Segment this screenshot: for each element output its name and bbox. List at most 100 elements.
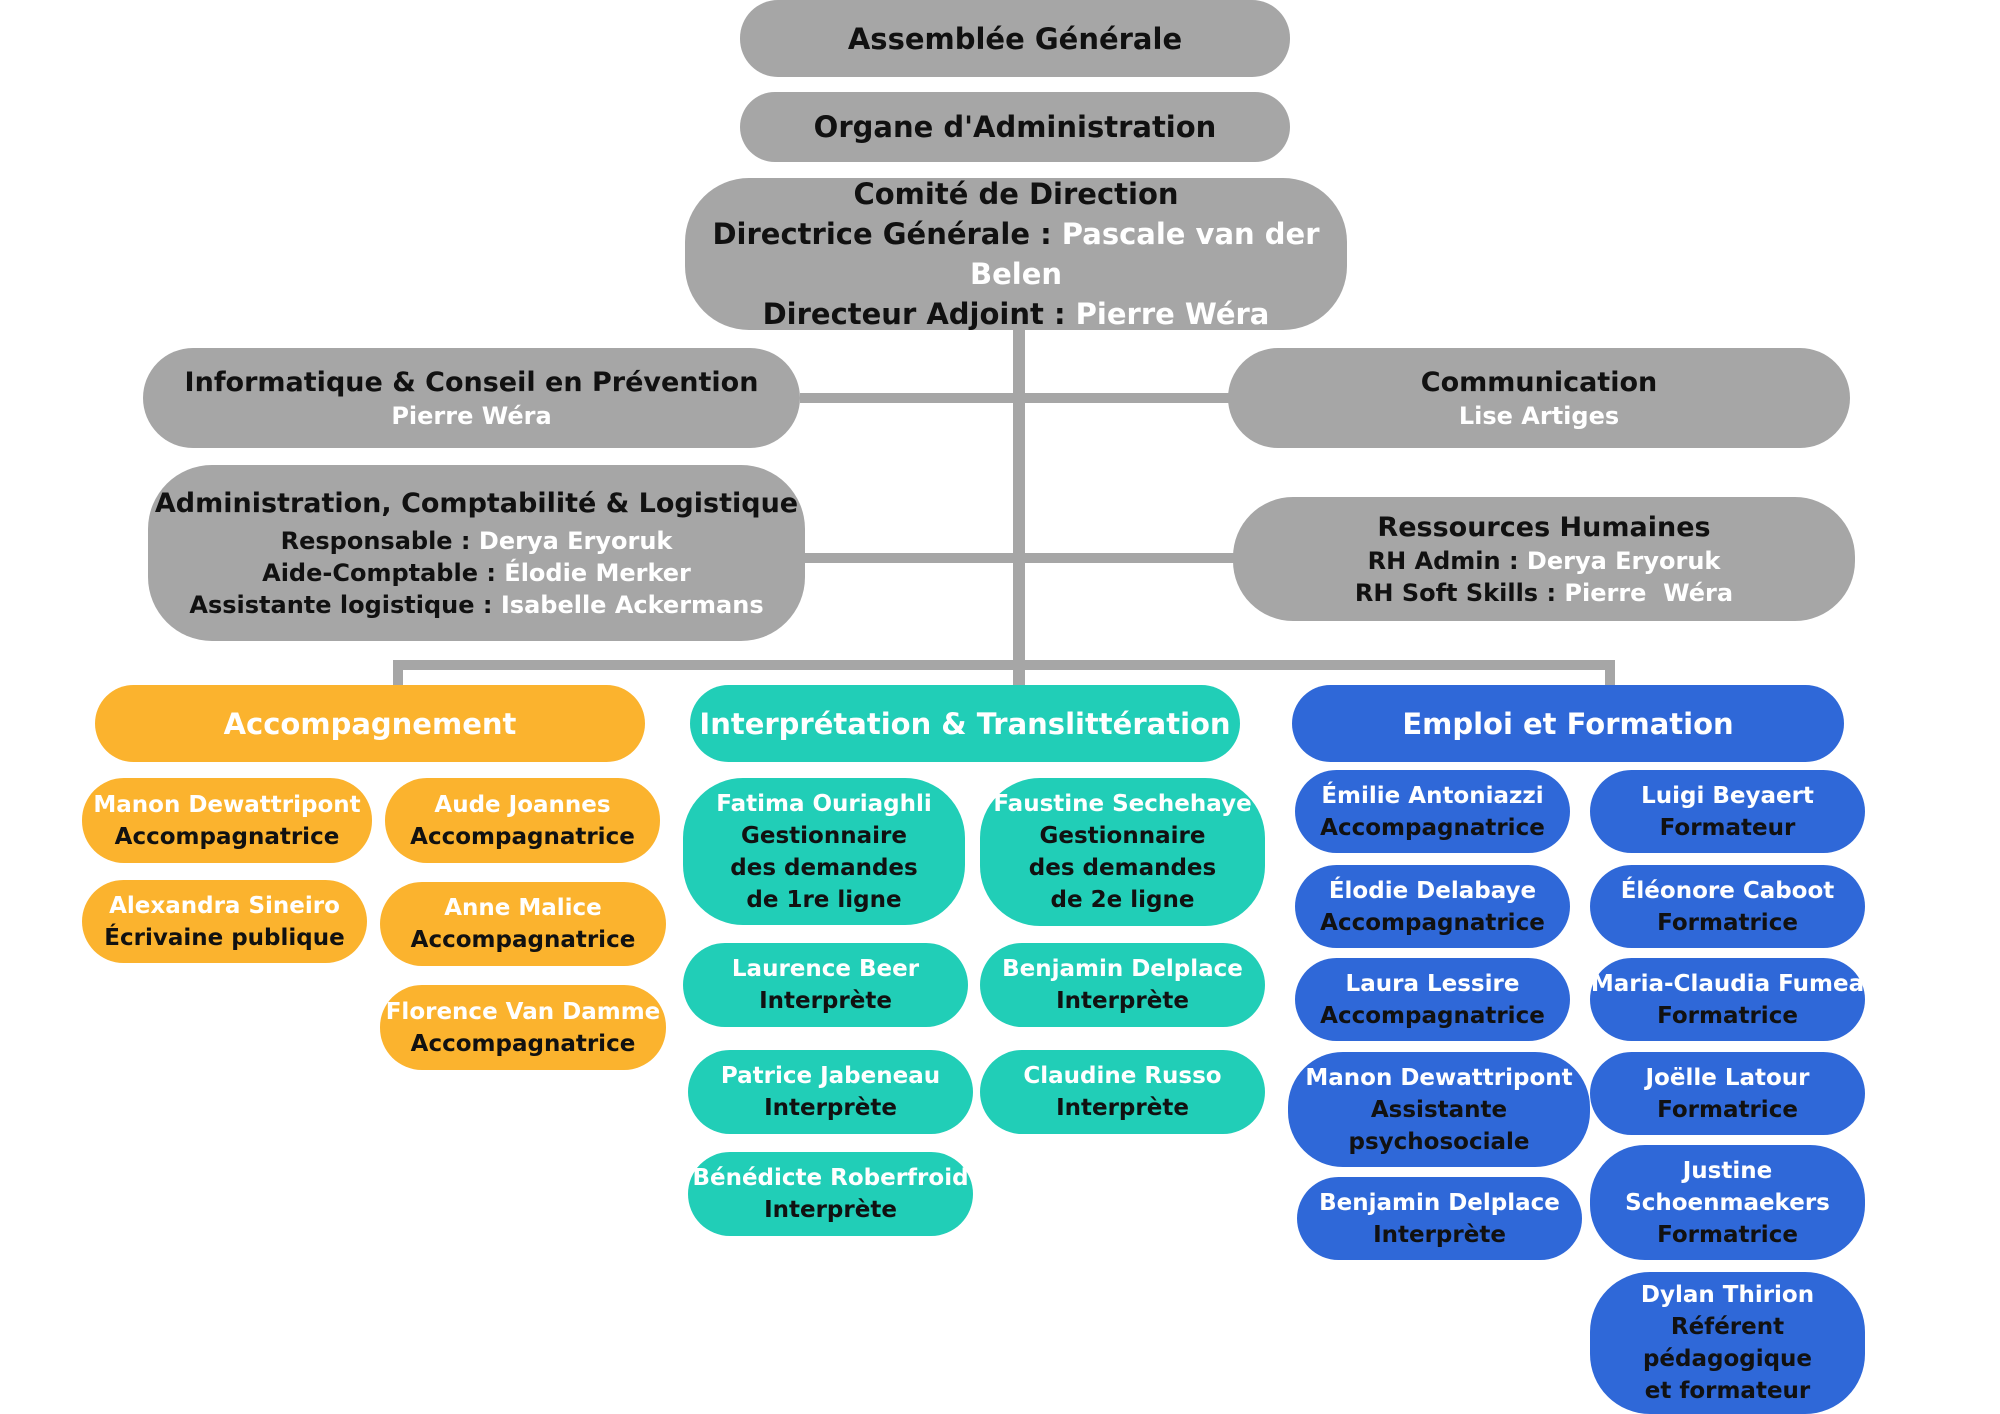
member-role: Interprète bbox=[764, 1197, 897, 1223]
member-role-line: Gestionnaire bbox=[741, 822, 907, 849]
interpretation-title: Interprétation & Translittération bbox=[699, 706, 1231, 741]
member-role: Formatrice bbox=[1657, 909, 1798, 936]
member-role: Formatrice bbox=[1657, 1221, 1798, 1248]
member-name: Aude Joannes bbox=[434, 791, 611, 818]
administration-name-responsable: Derya Eryoruk bbox=[478, 526, 673, 555]
member-role: Formatrice bbox=[1657, 1096, 1798, 1123]
administration-label-responsable: Responsable : bbox=[280, 526, 479, 555]
administration-row-logistique: Assistante logistique : Isabelle Ackerma… bbox=[189, 589, 763, 621]
member-emilie-antoniazzi: Émilie Antoniazzi Accompagnatrice bbox=[1295, 770, 1570, 853]
member-name: Manon Dewattripont bbox=[93, 791, 361, 818]
member-role-line: pédagogique bbox=[1642, 1346, 1813, 1372]
member-name: Émilie Antoniazzi bbox=[1321, 782, 1544, 809]
member-role-line: des demandes bbox=[1028, 855, 1217, 881]
member-florence-van-damme: Florence Van Damme Accompagnatrice bbox=[380, 985, 666, 1070]
rh-label-soft-skills: RH Soft Skills : bbox=[1354, 578, 1565, 607]
comite-dg-name: Pascale van der Belen bbox=[969, 217, 1320, 291]
member-role: Interprète bbox=[1373, 1221, 1506, 1248]
member-name: Laurence Beer bbox=[731, 956, 920, 982]
rh-title: Ressources Humaines bbox=[1377, 511, 1711, 543]
rh-name-soft-skills: Pierre Wéra bbox=[1564, 578, 1734, 607]
member-name: Laura Lessire bbox=[1345, 970, 1520, 997]
comite-dg-label: Directrice Générale : bbox=[712, 217, 1062, 251]
member-name: Éléonore Caboot bbox=[1620, 877, 1835, 904]
member-name: Alexandra Sineiro bbox=[109, 892, 340, 919]
member-role: Accompagnatrice bbox=[410, 1030, 636, 1057]
member-benjamin-delplace-interpretation: Benjamin Delplace Interprète bbox=[980, 943, 1265, 1027]
member-faustine-sechehaye: Faustine Sechehaye Gestionnaire des dema… bbox=[980, 778, 1265, 926]
comite-da-name: Pierre Wéra bbox=[1075, 297, 1270, 331]
comite-dg-line: Directrice Générale : Pascale van der Be… bbox=[685, 214, 1347, 294]
member-role: Accompagnatrice bbox=[410, 823, 635, 850]
member-role: Accompagnatrice bbox=[1320, 814, 1545, 841]
member-laura-lessire: Laura Lessire Accompagnatrice bbox=[1295, 958, 1570, 1041]
member-role: Écrivaine publique bbox=[104, 924, 345, 951]
member-elodie-delabaye: Élodie Delabaye Accompagnatrice bbox=[1295, 865, 1570, 948]
member-role-line: Assistante bbox=[1370, 1096, 1508, 1123]
member-role: Formateur bbox=[1659, 814, 1796, 841]
member-role: Accompagnatrice bbox=[1320, 1002, 1545, 1029]
rh-row-soft-skills: RH Soft Skills : Pierre Wéra bbox=[1355, 577, 1733, 609]
member-role-line: Référent bbox=[1670, 1314, 1785, 1340]
communication-box: Communication Lise Artiges bbox=[1228, 348, 1850, 448]
connector-accompagnement bbox=[393, 660, 403, 690]
organe-administration-box: Organe d'Administration bbox=[740, 92, 1290, 162]
member-anne-malice: Anne Malice Accompagnatrice bbox=[380, 882, 666, 966]
member-role-line: de 1re ligne bbox=[746, 886, 902, 913]
interpretation-header: Interprétation & Translittération bbox=[690, 685, 1240, 762]
member-name: Luigi Beyaert bbox=[1641, 782, 1814, 809]
member-name: Benjamin Delplace bbox=[1319, 1189, 1560, 1216]
member-name: Dylan Thirion bbox=[1640, 1282, 1815, 1308]
member-name: Florence Van Damme bbox=[385, 998, 661, 1025]
member-role-line: et formateur bbox=[1644, 1378, 1811, 1404]
member-role: Accompagnatrice bbox=[410, 927, 636, 953]
accompagnement-title: Accompagnement bbox=[223, 706, 517, 741]
member-luigi-beyaert: Luigi Beyaert Formateur bbox=[1590, 770, 1865, 853]
member-name-line: Schoenmaekers bbox=[1625, 1189, 1830, 1216]
member-name: Patrice Jabeneau bbox=[720, 1063, 941, 1089]
member-justine-schoenmaekers: Justine Schoenmaekers Formatrice bbox=[1590, 1145, 1865, 1260]
communication-title: Communication bbox=[1420, 366, 1658, 398]
rh-label-admin: RH Admin : bbox=[1367, 546, 1527, 575]
informatique-box: Informatique & Conseil en Prévention Pie… bbox=[143, 348, 800, 448]
member-role: Interprète bbox=[764, 1095, 897, 1121]
member-name-line: Justine bbox=[1682, 1157, 1773, 1184]
connector-vertical-main bbox=[1013, 330, 1025, 690]
member-dylan-thirion: Dylan Thirion Référent pédagogique et fo… bbox=[1590, 1272, 1865, 1414]
connector-rh bbox=[1020, 553, 1240, 563]
administration-title: Administration, Comptabilité & Logistiqu… bbox=[154, 487, 799, 519]
connector-informatique bbox=[800, 393, 1020, 403]
member-manon-dewattripont-emploi: Manon Dewattripont Assistante psychosoci… bbox=[1288, 1052, 1590, 1167]
connector-communication bbox=[1020, 393, 1235, 403]
rh-name-admin: Derya Eryoruk bbox=[1526, 546, 1721, 575]
member-role: Interprète bbox=[759, 988, 892, 1014]
member-name: Benjamin Delplace bbox=[1002, 956, 1243, 982]
communication-name: Lise Artiges bbox=[1458, 401, 1620, 430]
member-name: Bénédicte Roberfroid bbox=[692, 1165, 969, 1191]
member-name: Claudine Russo bbox=[1023, 1063, 1222, 1089]
informatique-title: Informatique & Conseil en Prévention bbox=[184, 366, 759, 398]
assemblee-generale-box: Assemblée Générale bbox=[740, 0, 1290, 77]
comite-da-line: Directeur Adjoint : Pierre Wéra bbox=[763, 294, 1270, 334]
member-name: Maria-Claudia Fumea bbox=[1590, 970, 1865, 997]
member-claudine-russo: Claudine Russo Interprète bbox=[980, 1050, 1265, 1134]
comite-direction-title: Comité de Direction bbox=[853, 177, 1179, 211]
member-role-line: Gestionnaire bbox=[1039, 823, 1206, 849]
emploi-header: Emploi et Formation bbox=[1292, 685, 1844, 762]
member-name: Joëlle Latour bbox=[1645, 1064, 1810, 1091]
member-role-line: psychosociale bbox=[1348, 1128, 1530, 1155]
member-role: Formatrice bbox=[1657, 1002, 1798, 1029]
emploi-title: Emploi et Formation bbox=[1402, 706, 1734, 741]
connector-emploi bbox=[1605, 660, 1615, 690]
member-joelle-latour: Joëlle Latour Formatrice bbox=[1590, 1052, 1865, 1135]
rh-box: Ressources Humaines RH Admin : Derya Ery… bbox=[1233, 497, 1855, 621]
connector-horizontal-departments bbox=[393, 660, 1615, 670]
administration-name-logistique: Isabelle Ackermans bbox=[500, 590, 764, 619]
member-name: Anne Malice bbox=[444, 895, 602, 921]
assemblee-generale-title: Assemblée Générale bbox=[847, 21, 1183, 56]
member-role-line: des demandes bbox=[730, 854, 918, 881]
member-manon-dewattripont-accompagnement: Manon Dewattripont Accompagnatrice bbox=[82, 778, 372, 863]
member-laurence-beer: Laurence Beer Interprète bbox=[683, 943, 968, 1027]
member-benjamin-delplace-emploi: Benjamin Delplace Interprète bbox=[1297, 1177, 1582, 1260]
administration-row-responsable: Responsable : Derya Eryoruk bbox=[281, 525, 673, 557]
